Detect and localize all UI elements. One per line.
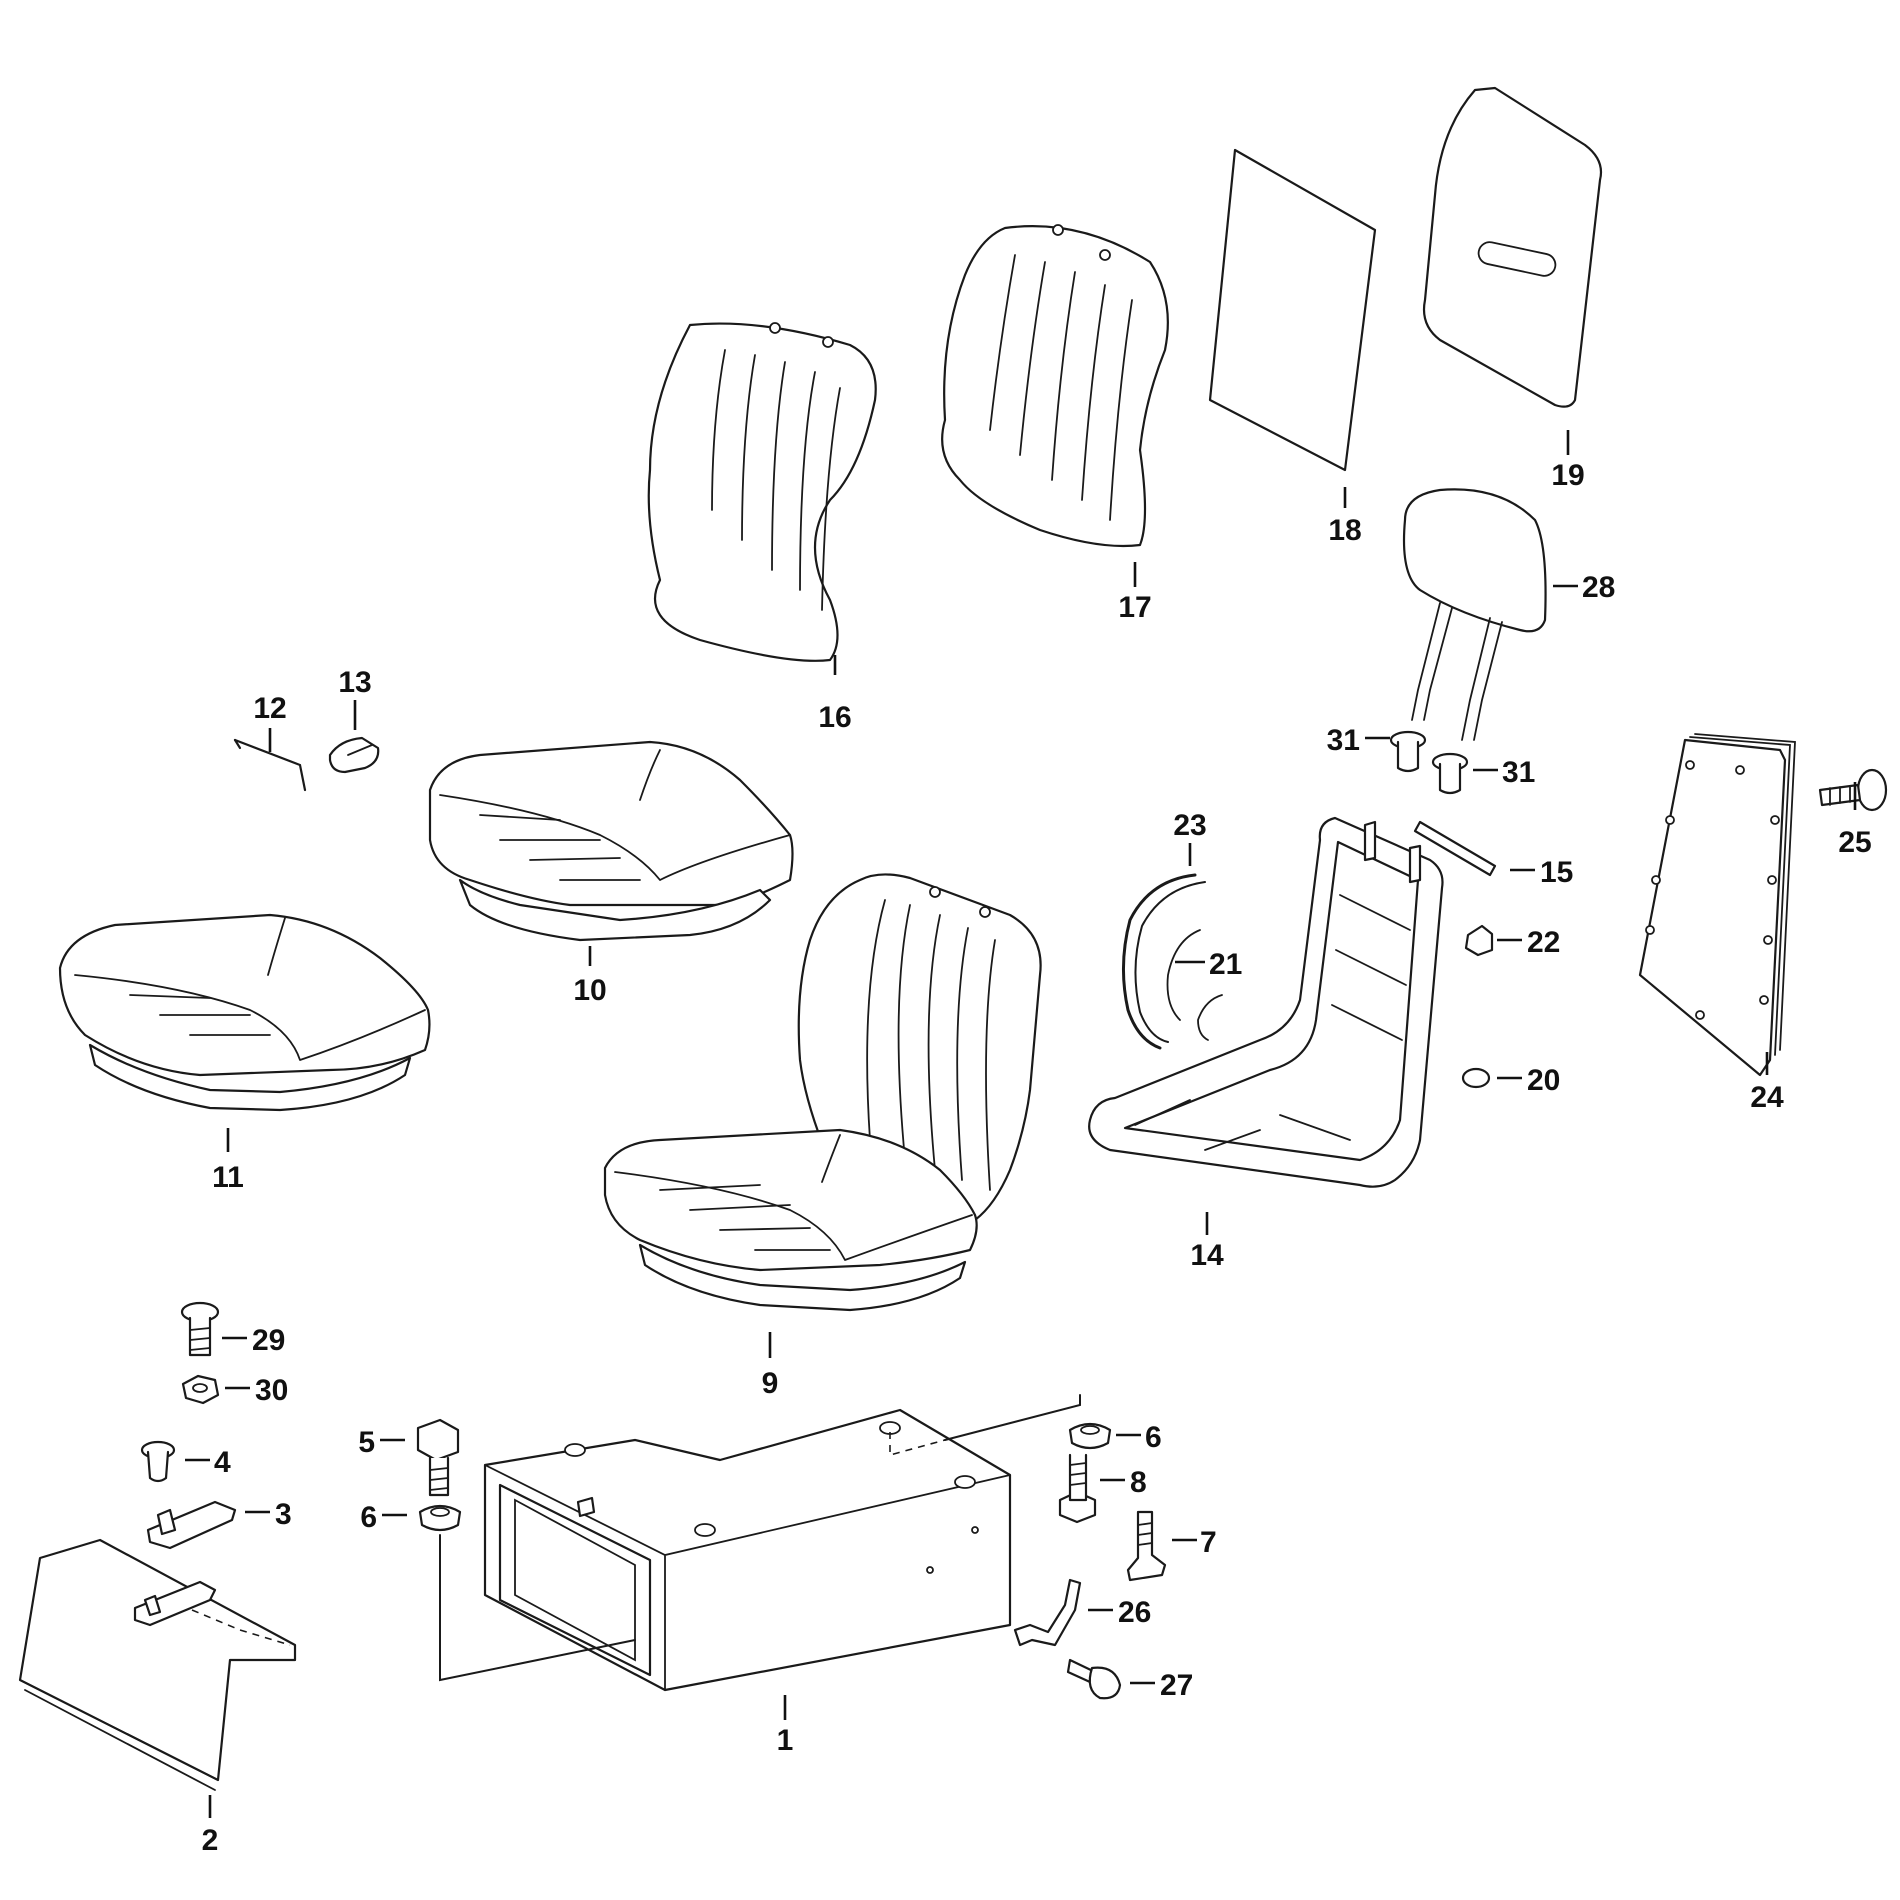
callout-28: 28: [1582, 571, 1615, 604]
part-6-washer-right: [1068, 1422, 1141, 1450]
callout-1: 1: [777, 1724, 794, 1757]
part-18-back-panel: [1208, 148, 1377, 508]
callout-22: 22: [1527, 926, 1560, 959]
callout-20: 20: [1527, 1064, 1560, 1097]
callout-26: 26: [1118, 1596, 1151, 1629]
callout-8: 8: [1130, 1466, 1147, 1499]
part-2-panel-plate: [18, 1538, 297, 1818]
callout-18: 18: [1328, 514, 1361, 547]
callout-6-left: 6: [360, 1501, 377, 1534]
part-19-back-panel-slot: [1422, 86, 1603, 455]
part-20-nut: [1461, 1067, 1522, 1089]
part-27-shoulder-bolt: [1066, 1658, 1155, 1700]
callout-23: 23: [1173, 809, 1206, 842]
callout-24: 24: [1750, 1081, 1784, 1114]
callout-3: 3: [275, 1498, 292, 1531]
part-12-wire-clip: [233, 728, 307, 792]
callout-31-right: 31: [1502, 756, 1535, 789]
part-30-nut: [181, 1374, 250, 1405]
part-21-trim-strip: [1166, 929, 1223, 1041]
callout-14: 14: [1190, 1239, 1224, 1272]
callout-11: 11: [212, 1161, 244, 1194]
part-10-seat-cushion: [428, 740, 794, 966]
callout-21: 21: [1209, 948, 1242, 981]
part-22-clip: [1464, 924, 1522, 957]
part-13-hook-clip: [328, 700, 380, 774]
part-28-headrest: [1402, 488, 1578, 741]
part-5-hex-bolt: [380, 1418, 460, 1497]
part-31-headrest-bushing-left: [1365, 730, 1427, 773]
part-26-strap-bracket: [1013, 1578, 1113, 1647]
callout-10: 10: [573, 974, 606, 1007]
part-6-washer-left: [382, 1504, 462, 1532]
part-1-seat-base: [439, 1394, 1081, 1720]
part-3-slide-bracket: [146, 1500, 270, 1550]
part-31-headrest-bushing-right: [1431, 752, 1498, 795]
part-9-complete-seat: [603, 873, 1042, 1358]
callout-31-left: 31: [1327, 724, 1360, 757]
callout-2: 2: [202, 1824, 219, 1857]
callout-6-right: 6: [1145, 1421, 1162, 1454]
part-8-bolt: [1058, 1453, 1125, 1524]
callout-27: 27: [1160, 1669, 1193, 1702]
part-17-seat-back-cushion: [941, 224, 1169, 587]
callout-16: 16: [818, 701, 851, 734]
part-4-rivet: [140, 1440, 210, 1483]
part-25-push-pin: [1818, 768, 1888, 812]
part-11-seat-cushion: [58, 913, 431, 1152]
callout-7: 7: [1200, 1526, 1217, 1559]
callout-13: 13: [338, 666, 371, 699]
callout-5: 5: [358, 1426, 375, 1459]
callout-15: 15: [1540, 856, 1573, 889]
callout-9: 9: [762, 1367, 779, 1400]
callout-12: 12: [253, 692, 286, 725]
callout-17: 17: [1118, 591, 1151, 624]
callout-30: 30: [255, 1374, 288, 1407]
part-23-trim-strip: [1122, 843, 1206, 1050]
part-14-seat-frame: [1088, 816, 1444, 1235]
callout-25: 25: [1838, 826, 1871, 859]
part-15-rod: [1413, 820, 1535, 877]
callout-4: 4: [214, 1446, 231, 1479]
callout-19: 19: [1551, 459, 1584, 492]
part-29-bolt: [180, 1301, 247, 1357]
part-24-back-board: [1638, 733, 1796, 1077]
callout-29: 29: [252, 1324, 285, 1357]
part-16-seat-back-cushion: [647, 322, 877, 675]
part-7-flat-head-screw: [1126, 1510, 1197, 1582]
